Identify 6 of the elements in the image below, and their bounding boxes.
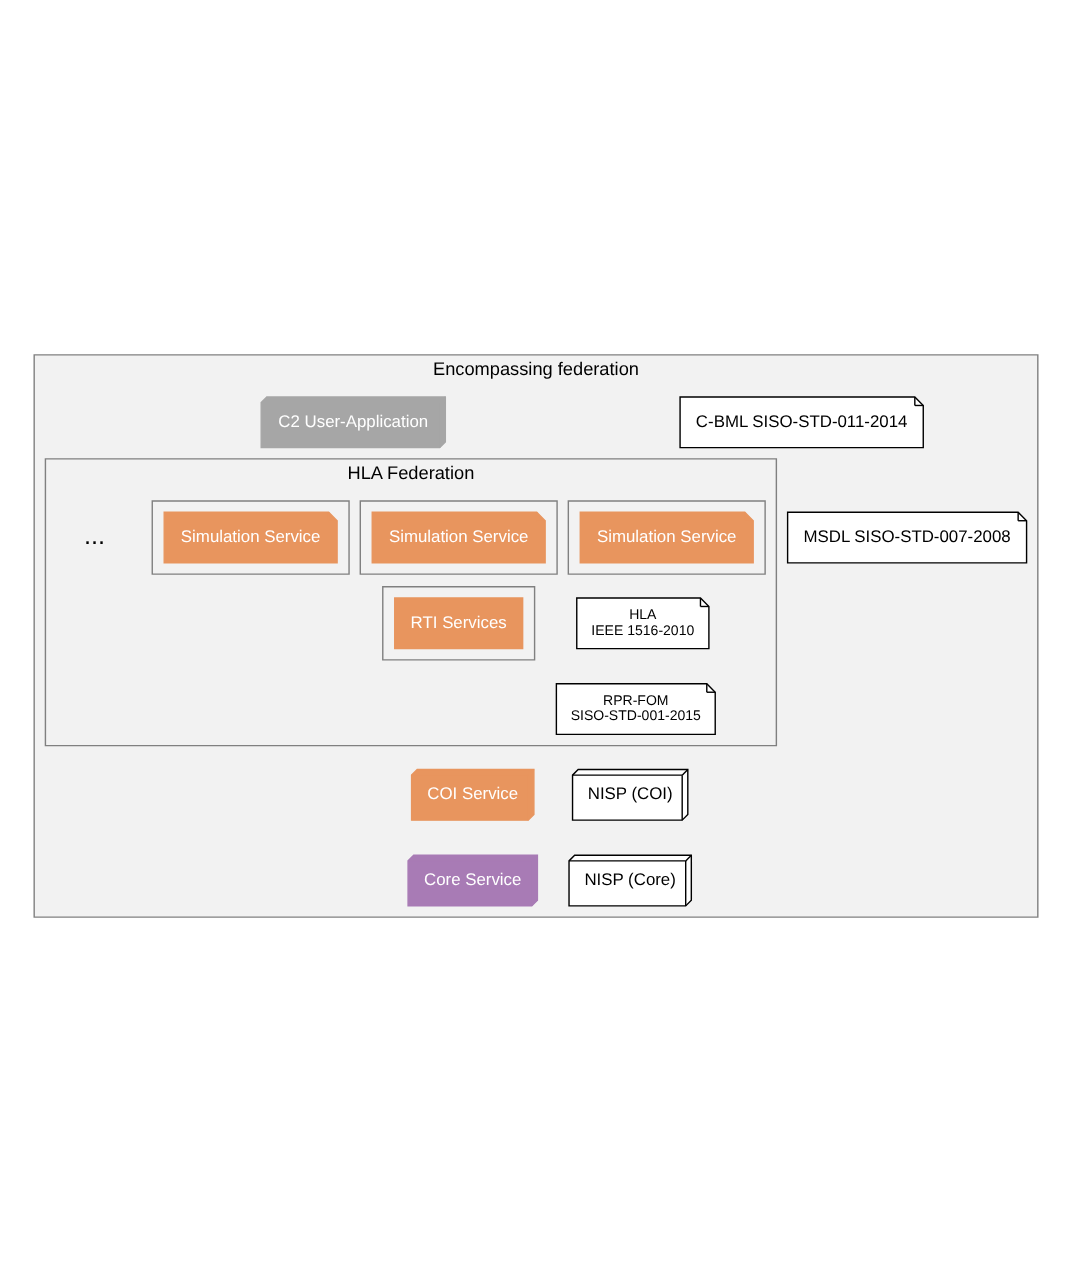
cluster <box>567 499 766 574</box>
cluster <box>359 499 558 574</box>
label: ... <box>84 520 106 549</box>
node-box: RTI Services <box>394 596 524 649</box>
cluster <box>382 585 536 660</box>
cluster <box>151 499 350 574</box>
